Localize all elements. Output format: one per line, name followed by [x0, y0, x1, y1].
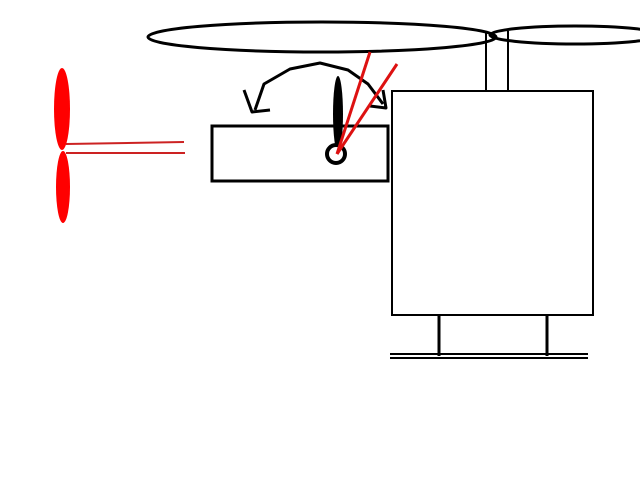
main-rotor-right-blade — [488, 24, 640, 46]
tail-boom — [210, 124, 390, 183]
landing-skid — [390, 316, 588, 359]
main-rotor-left-blade — [146, 20, 498, 54]
control-lever-blade — [333, 76, 343, 152]
arrowhead-left-icon — [242, 89, 271, 114]
fuselage-body — [391, 90, 594, 316]
tail-rotor-lower-blade — [56, 151, 70, 223]
pivot-line-lower — [335, 63, 399, 155]
tail-rotor-upper-blade — [54, 68, 70, 150]
control-lever — [325, 76, 347, 165]
rotation-arrow-arc — [253, 61, 385, 111]
rotation-arrow — [242, 61, 388, 114]
arrowhead-right-icon — [369, 89, 388, 110]
pivot-lines — [335, 51, 399, 155]
tail-rotor — [54, 68, 70, 223]
rotor-mast — [485, 31, 509, 92]
pivot-line-upper — [335, 51, 372, 155]
tail-shaft — [65, 141, 185, 154]
main-rotor — [146, 20, 640, 54]
tail-shaft-top — [65, 141, 185, 145]
